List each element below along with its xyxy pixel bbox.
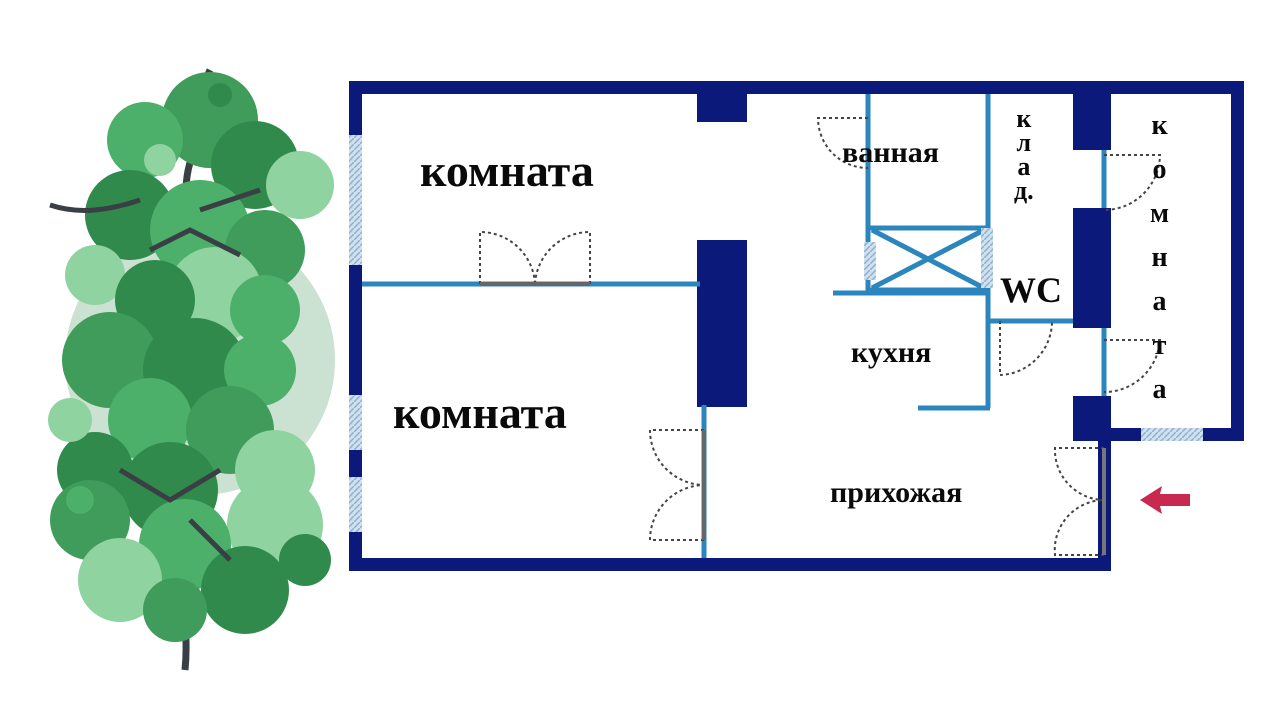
room-label-top-left: комната: [420, 145, 594, 196]
room-label-hallway: прихожая: [830, 476, 963, 509]
door-wc: [999, 320, 1053, 377]
room-label-right: к о м н а т а: [1150, 110, 1170, 405]
door-room-bottom: [648, 429, 705, 486]
arrow-left-icon: [1140, 486, 1190, 514]
shaft-vent-left: [864, 242, 876, 280]
door-entrance: [1053, 447, 1105, 501]
room-label-storage: к л а д.: [1014, 104, 1034, 205]
tree-icon: [48, 68, 335, 671]
room-label-bathroom: ванная: [842, 136, 940, 169]
windows: [349, 135, 1203, 532]
door-room-right: [1103, 154, 1162, 211]
doors: [479, 117, 1162, 556]
door-rooms: [479, 230, 536, 285]
room-label-wc: WC: [1000, 270, 1062, 310]
room-label-kitchen: кухня: [851, 336, 932, 369]
vent-shaft-icon: [870, 227, 986, 291]
shaft-vent-right: [981, 228, 993, 288]
door-bathroom: [816, 117, 869, 169]
room-label-bottom-left: комната: [393, 387, 567, 438]
